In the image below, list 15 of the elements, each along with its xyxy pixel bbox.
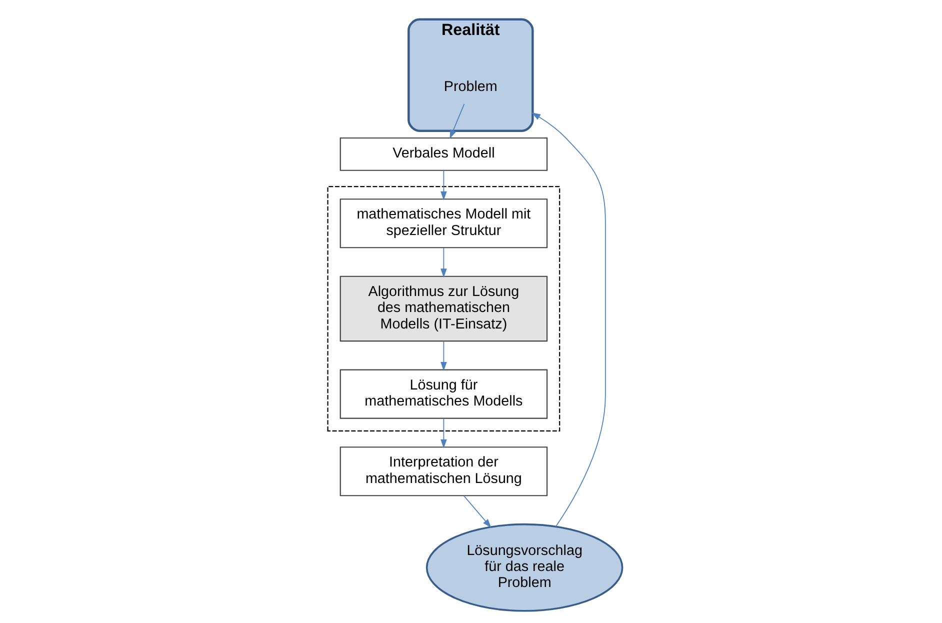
node-box: mathematisches Modell mit spezieller Struktur [339,198,548,248]
arrow [449,103,464,139]
arrow [440,418,446,448]
node-text: Problem [443,79,497,96]
node-box: Interpretation der mathematischen Lösung [339,446,548,496]
arrow [440,340,446,371]
node-box: Lösung für mathematisches Modells [339,369,548,419]
arrow [440,170,446,200]
cluster [326,186,560,432]
arrow [530,112,606,527]
node-box: Verbales Modell [339,137,548,171]
arrow [462,495,491,528]
arrow [440,248,446,278]
node-box: Algorithmus zur Lösung des mathematischen Modells (IT-Einsatz) [339,276,548,342]
node-ellipse: Lösungsvorschlag für das reale Problem [425,523,623,612]
